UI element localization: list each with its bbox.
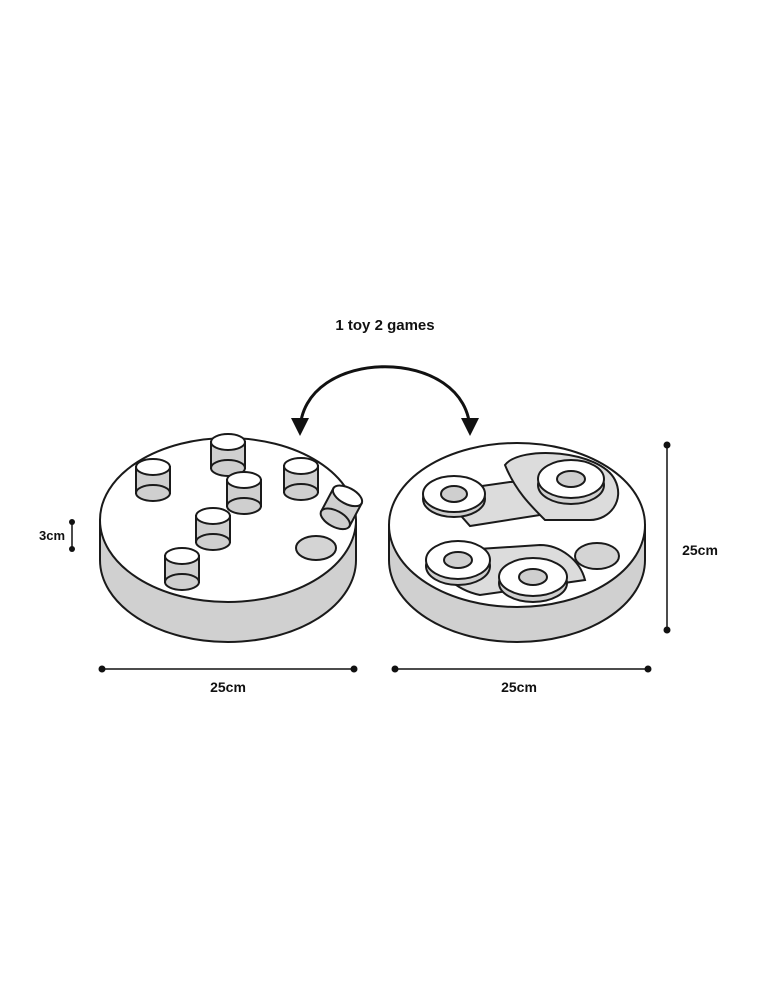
ring-piece xyxy=(425,540,491,586)
ring-piece xyxy=(422,475,486,518)
caption-text: 1 toy 2 games xyxy=(335,317,434,334)
left-disc-toy xyxy=(99,433,364,643)
dimension-depth-right: 25cm xyxy=(663,441,718,634)
peg xyxy=(226,471,262,515)
swap-arrow-icon xyxy=(291,365,479,436)
ring-piece xyxy=(498,557,568,603)
dimension-height-left: 3cm xyxy=(39,519,75,552)
peg xyxy=(283,457,319,501)
peg xyxy=(164,547,200,591)
dimension-label-right-width: 25cm xyxy=(501,679,537,695)
dimension-label-left-width: 25cm xyxy=(210,679,246,695)
ring-piece xyxy=(537,459,605,505)
dimension-label-left-height: 3cm xyxy=(39,528,65,543)
peg xyxy=(195,507,231,551)
peg xyxy=(210,433,246,477)
dimension-label-right-depth: 25cm xyxy=(682,542,718,558)
peg xyxy=(135,458,171,502)
dimension-width-left: 25cm xyxy=(98,665,358,695)
right-disc-toy xyxy=(388,442,646,643)
dimension-width-right: 25cm xyxy=(391,665,652,695)
peg-removed xyxy=(319,484,364,531)
